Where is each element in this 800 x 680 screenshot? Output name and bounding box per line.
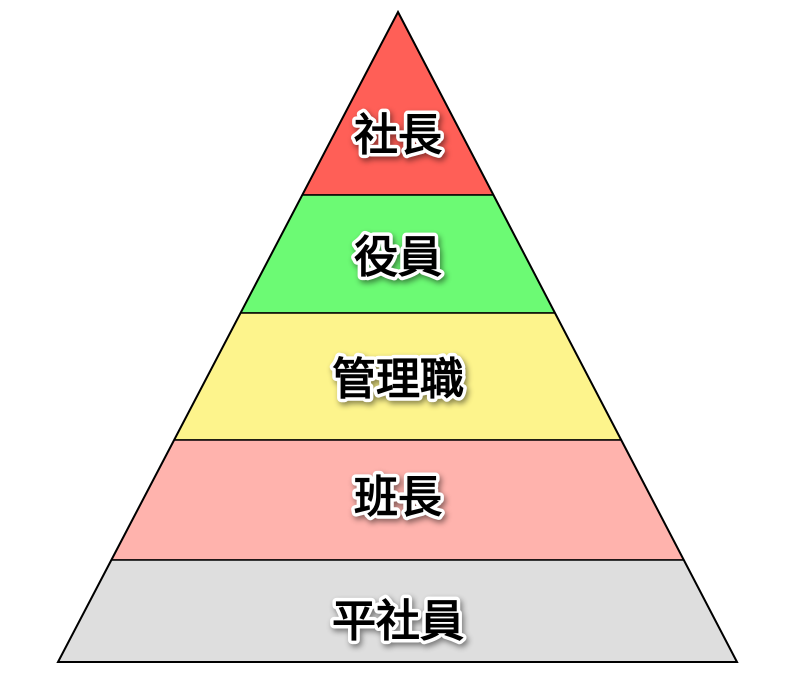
pyramid-level-label: 班長 (354, 472, 443, 523)
pyramid-outline (56, 9, 739, 663)
pyramid-level-label: 平社員 (332, 596, 464, 647)
pyramid-level-label: 社長 (354, 110, 443, 161)
pyramid-level-label: 管理職 (332, 354, 464, 405)
pyramid-level-1 (301, 10, 495, 196)
pyramid-level-label: 役員 (354, 232, 442, 283)
